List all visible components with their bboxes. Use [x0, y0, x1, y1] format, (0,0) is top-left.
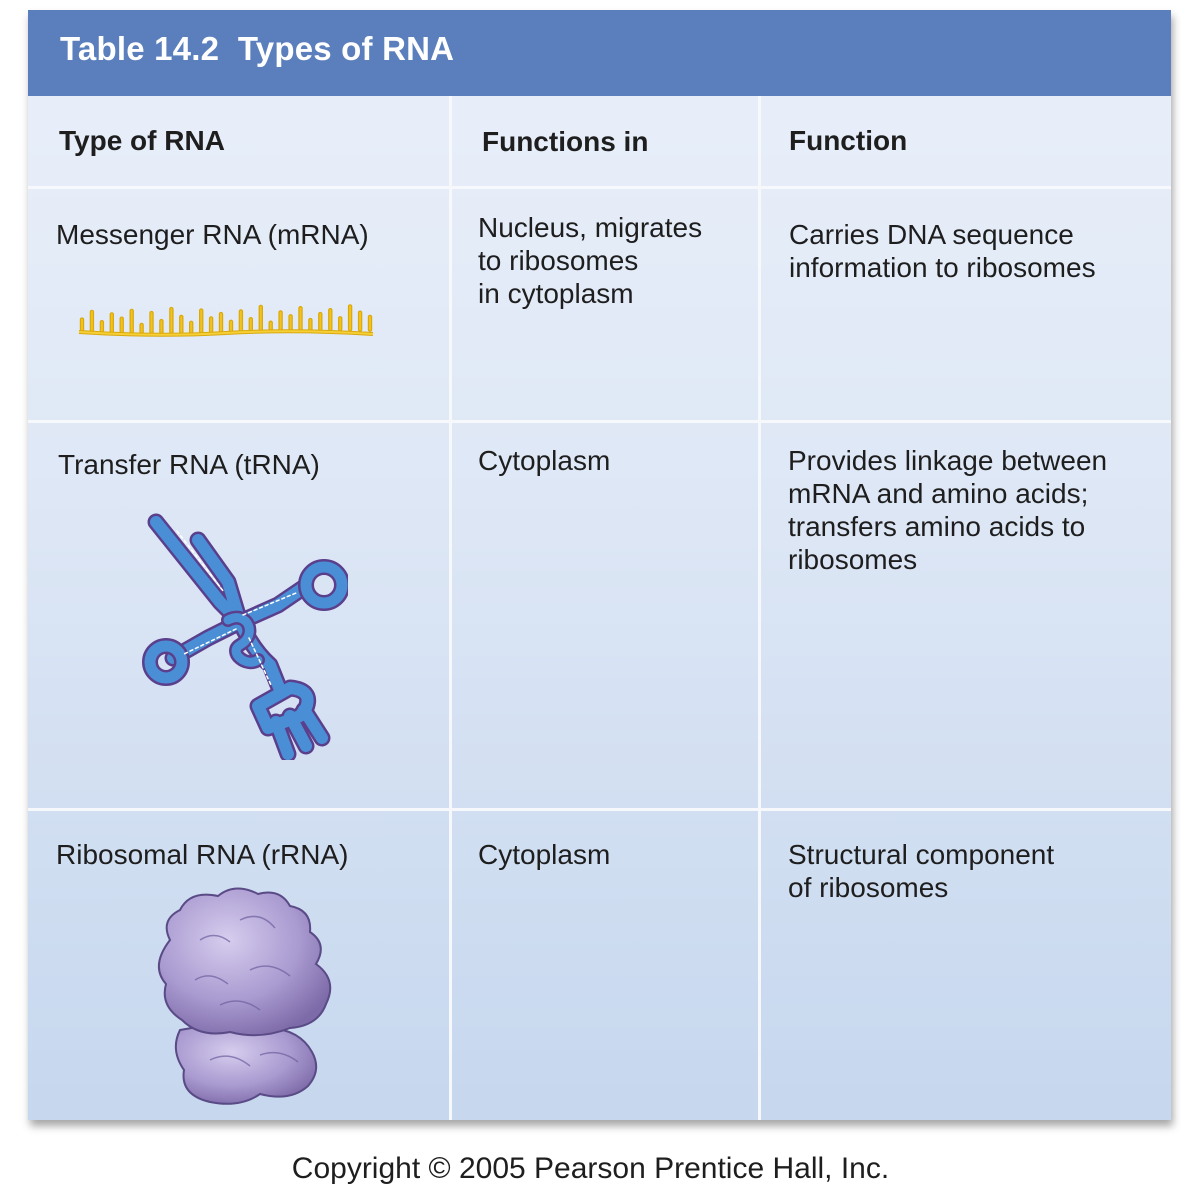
mrna-nucleotide — [228, 319, 234, 333]
mrna-nucleotide — [278, 310, 283, 332]
mrna-nucleotide — [328, 308, 333, 332]
row-divider — [28, 808, 1171, 811]
mrna-nucleotide — [109, 312, 115, 334]
row-rrna-type: Ribosomal RNA (rRNA) — [56, 839, 349, 870]
mrna-nucleotide — [218, 311, 224, 334]
mrna-nucleotide — [258, 304, 263, 332]
mrna-nucleotide — [159, 318, 164, 335]
mrna-nucleotide — [318, 311, 323, 332]
header-type-of-rna: Type of RNA — [59, 125, 225, 156]
row-mrna-type: Messenger RNA (mRNA) — [56, 219, 369, 250]
mrna-nucleotide — [99, 320, 105, 334]
trna-cloverleaf-illustration — [142, 513, 348, 760]
mrna-nucleotide — [357, 310, 363, 332]
row-trna-function: Provides linkage between mRNA and amino … — [788, 445, 1108, 575]
mrna-nucleotide — [288, 314, 293, 332]
mrna-strand-illustration — [78, 304, 374, 337]
mrna-nucleotide — [129, 308, 134, 334]
mrna-nucleotide — [248, 317, 253, 333]
mrna-nucleotide — [139, 322, 144, 334]
mrna-nucleotide — [119, 316, 124, 334]
header-function: Function — [789, 125, 908, 156]
mrna-nucleotide — [298, 306, 303, 332]
column-divider — [449, 96, 452, 1120]
mrna-nucleotide — [238, 309, 244, 333]
mrna-nucleotide — [179, 314, 184, 334]
mrna-nucleotide — [89, 309, 95, 333]
copyright-notice: Copyright © 2005 Pearson Prentice Hall, … — [291, 1152, 890, 1185]
mrna-nucleotide — [198, 308, 204, 334]
row-trna-location: Cytoplasm — [478, 445, 611, 476]
mrna-nucleotide — [347, 304, 353, 332]
row-trna-type: Transfer RNA (tRNA) — [58, 449, 320, 480]
row-rrna-function: Structural component of ribosomes — [788, 839, 1055, 903]
mrna-nucleotide — [149, 310, 154, 335]
mrna-nucleotide — [188, 320, 194, 334]
header-functions-in: Functions in — [482, 126, 649, 157]
mrna-nucleotide — [308, 317, 313, 332]
row-mrna-location: Nucleus, migrates to ribosomes in cytopl… — [478, 212, 703, 309]
table-title: Table 14.2 Types of RNA — [60, 30, 455, 67]
column-divider — [758, 96, 761, 1120]
row-rrna-location: Cytoplasm — [478, 839, 611, 870]
mrna-nucleotide — [367, 314, 373, 332]
mrna-nucleotide — [208, 316, 214, 334]
row-mrna-function: Carries DNA sequence information to ribo… — [789, 219, 1096, 283]
row-divider — [28, 420, 1171, 423]
mrna-nucleotide — [79, 317, 85, 333]
row-divider — [28, 186, 1171, 189]
mrna-nucleotide — [169, 306, 174, 335]
title-bar: Table 14.2 Types of RNA — [28, 10, 1171, 96]
rna-types-table: Table 14.2 Types of RNA Type of RNA Func… — [28, 10, 1171, 1120]
mrna-nucleotide — [338, 316, 343, 332]
ribosome-illustration — [158, 887, 332, 1105]
